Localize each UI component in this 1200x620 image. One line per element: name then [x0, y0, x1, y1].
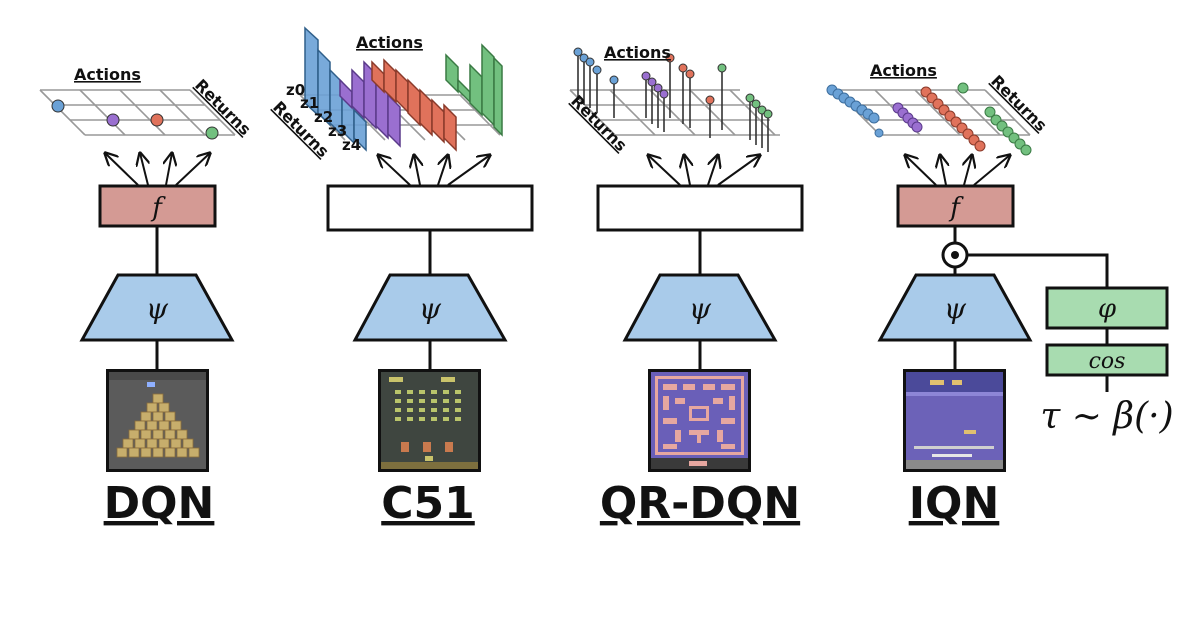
c51-atom-labels: z0 z1 z2 z3 z4: [286, 81, 361, 154]
iqn-title: IQN: [909, 478, 1000, 529]
c51-histogram-blue: [304, 26, 367, 152]
c51-model: Actions z0 z1 z2 z3 z4 Returns ψ C51: [269, 26, 534, 529]
c51-histogram-red: [371, 58, 457, 152]
qrdqn-quantiles-blue: [573, 47, 619, 85]
c51-output-box: [326, 184, 534, 232]
iqn-phi-box: [1045, 286, 1169, 330]
c51-atom-z1: z1: [300, 94, 319, 112]
dqn-q-point-3: [150, 113, 164, 127]
iqn-psi-label: ψ: [944, 292, 967, 325]
iqn-output-arrows: [905, 155, 1010, 186]
c51-atom-z0: z0: [286, 81, 305, 99]
dqn-psi-encoder: [79, 273, 235, 342]
qrdqn-quantiles-green: [717, 63, 773, 119]
iqn-tau-label: τ ∼ β(·): [1040, 396, 1173, 437]
c51-actions-label: Actions: [356, 33, 423, 52]
iqn-samples-blue: [826, 84, 884, 138]
dqn-psi-label: ψ: [146, 292, 169, 325]
qrdqn-quantile-stems: [577, 52, 769, 152]
c51-psi-encoder: [352, 273, 508, 342]
dqn-q-point-4: [205, 126, 219, 140]
dqn-returns-label: Returns: [191, 75, 255, 139]
c51-atom-z2: z2: [314, 108, 333, 126]
qrdqn-quantiles-red: [665, 53, 715, 105]
dqn-f-box: [98, 184, 217, 228]
iqn-cos-label: cos: [1089, 349, 1126, 374]
space-invaders-field: [381, 377, 478, 469]
dqn-output-arrows: [105, 153, 210, 186]
qrdqn-output-box: [596, 184, 804, 232]
ms-pacman-maze: [651, 376, 748, 469]
game-screen-seaquest: [903, 369, 1006, 472]
dqn-return-grid: [39, 89, 236, 136]
iqn-psi-encoder: [877, 273, 1033, 342]
game-screen-qbert: [106, 369, 209, 472]
dqn-q-point-1: [51, 99, 65, 113]
iqn-phi-label: φ: [1098, 294, 1117, 324]
qrdqn-quantiles-purple: [641, 71, 669, 99]
qrdqn-output-arrows: [648, 155, 760, 186]
iqn-actions-label: Actions: [870, 61, 937, 80]
c51-atom-z4: z4: [342, 136, 361, 154]
c51-psi-label: ψ: [419, 292, 442, 325]
iqn-samples-red: [920, 86, 986, 152]
dqn-actions-label: Actions: [74, 65, 141, 84]
qbert-pyramid: [109, 372, 206, 458]
dqn-q-point-2: [106, 113, 120, 127]
seaquest-ocean: [906, 372, 1003, 469]
game-screen-space-invaders: [378, 369, 481, 472]
qrdqn-actions-label: Actions: [604, 43, 671, 62]
iqn-phi-connector: [967, 253, 1109, 288]
iqn-samples-green: [957, 82, 1032, 156]
iqn-cos-box: [1045, 343, 1169, 377]
dqn-title: DQN: [104, 478, 215, 529]
c51-histogram-green: [445, 43, 503, 137]
qrdqn-psi-encoder: [622, 273, 778, 342]
c51-output-arrows: [378, 155, 490, 186]
c51-title: C51: [381, 478, 475, 529]
game-screen-ms-pacman: [648, 369, 751, 472]
qrdqn-psi-label: ψ: [689, 292, 712, 325]
qrdqn-title: QR-DQN: [600, 478, 800, 529]
qrdqn-model: Actions Returns ψ QR-DQN: [567, 43, 804, 529]
iqn-samples-purple: [892, 102, 923, 133]
c51-atom-z3: z3: [328, 122, 347, 140]
